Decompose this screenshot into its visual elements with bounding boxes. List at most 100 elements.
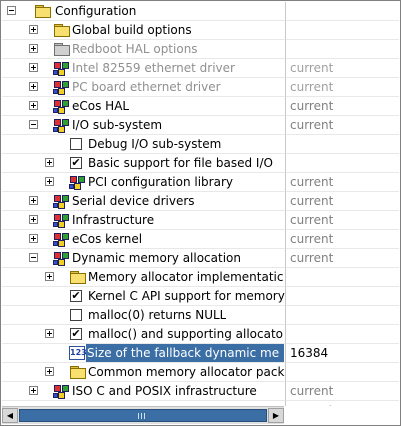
tree-cell: ✔ malloc() and supporting allocato [2, 325, 285, 344]
tree-item-label: PC board ethernet driver [72, 80, 221, 94]
tree-item-label: Global build options [72, 23, 192, 37]
package-icon [53, 251, 69, 266]
plus-expander-icon[interactable] [29, 196, 38, 205]
folder-icon [70, 366, 86, 379]
plus-expander-icon[interactable] [45, 329, 54, 338]
tree-item-label: Memory allocator implementatic [88, 270, 284, 284]
tree-cell: Dynamic memory allocation [2, 249, 285, 268]
tree-item-label: malloc(0) returns NULL [88, 308, 227, 322]
value-cell [285, 154, 399, 173]
tree-row-iso-c-posix[interactable]: ISO C and POSIX infrastructure current [2, 382, 399, 401]
plus-expander-icon[interactable] [29, 101, 38, 110]
tree-row-infrastructure[interactable]: Infrastructure current [2, 211, 399, 230]
plus-expander-icon[interactable] [29, 215, 38, 224]
plus-expander-icon[interactable] [29, 386, 38, 395]
tree-row-malloc-supporting[interactable]: ✔ malloc() and supporting allocato [2, 325, 399, 344]
value-cell [285, 287, 399, 306]
version-cell: current [285, 211, 399, 230]
value-cell[interactable]: 16384 [285, 344, 399, 363]
package-icon [53, 61, 69, 76]
tree-row-malloc-zero[interactable]: malloc(0) returns NULL [2, 306, 399, 325]
package-icon [53, 194, 69, 209]
folder-icon [70, 271, 86, 284]
version-cell: current [285, 382, 399, 401]
tree-row-basic-file-io[interactable]: ✔ Basic support for file based I/O [2, 154, 399, 173]
version-cell: current [285, 97, 399, 116]
minus-expander-icon[interactable] [7, 6, 16, 15]
package-icon [53, 232, 69, 247]
version-cell: current [285, 401, 399, 406]
plus-expander-icon[interactable] [29, 82, 38, 91]
scrollbar-thumb[interactable] [19, 409, 267, 422]
plus-expander-icon[interactable] [29, 234, 38, 243]
plus-expander-icon[interactable] [45, 367, 54, 376]
folder-icon [35, 5, 51, 18]
tree-item-label: I/O sub-system [72, 118, 163, 132]
plus-expander-icon[interactable] [45, 158, 54, 167]
tree-row-memory-allocator-impl[interactable]: Memory allocator implementatic [2, 268, 399, 287]
tree-item-label: malloc() and supporting allocato [88, 327, 284, 341]
tree-item-label: Basic support for file based I/O [88, 156, 273, 170]
plus-expander-icon[interactable] [29, 63, 38, 72]
tree-cell: PC board ethernet driver [2, 78, 285, 97]
tree-item-label: Serial device drivers [72, 194, 195, 208]
folder-icon [54, 24, 70, 37]
tree-row-redboot-hal-options[interactable]: Redboot HAL options [2, 40, 399, 59]
value-cell [285, 2, 399, 21]
tree-row-intel-82559[interactable]: Intel 82559 ethernet driver current [2, 59, 399, 78]
tree-cell: Infrastructure [2, 211, 285, 230]
scroll-right-icon[interactable]: ▶ [268, 408, 284, 423]
package-icon [53, 384, 69, 399]
value-cell [285, 325, 399, 344]
version-cell: current [285, 192, 399, 211]
tree-row-common-allocator[interactable]: Common memory allocator pack [2, 363, 399, 382]
plus-expander-icon[interactable] [29, 25, 38, 34]
tree-cell: PCI configuration library [2, 173, 285, 192]
checkbox-icon[interactable] [70, 309, 82, 321]
tree-row-configuration[interactable]: Configuration [2, 2, 399, 21]
minus-expander-icon[interactable] [29, 253, 38, 262]
tree-item-label: Configuration [55, 4, 137, 18]
checkbox-icon[interactable]: ✔ [70, 289, 82, 302]
tree-cell: ISO C and POSIX infrastructure [2, 382, 285, 401]
plus-expander-icon[interactable] [45, 272, 54, 281]
tree-item-label: Kernel C API support for memory [88, 289, 285, 303]
value-cell [285, 268, 399, 287]
tree-item-label: eCos kernel [72, 232, 143, 246]
tree-cell: Serial device drivers [2, 192, 285, 211]
minus-expander-icon[interactable] [29, 120, 38, 129]
grip-icon [138, 413, 146, 419]
version-cell: current [285, 116, 399, 135]
tree-row-dynamic-memory[interactable]: Dynamic memory allocation current [2, 249, 399, 268]
tree-row-kernel-c-api[interactable]: ✔ Kernel C API support for memory [2, 287, 399, 306]
tree-cell: I/O sub-system [2, 116, 285, 135]
version-cell: current [285, 78, 399, 97]
tree-row-partial[interactable]: current [2, 401, 399, 406]
tree-row-debug-io[interactable]: Debug I/O sub-system [2, 135, 399, 154]
tree-cell: 123 Size of the fallback dynamic me [2, 344, 285, 363]
tree-row-fallback-size[interactable]: 123 Size of the fallback dynamic me 1638… [2, 344, 399, 363]
numeric-option-icon: 123 [69, 346, 87, 360]
tree-row-global-build-options[interactable]: Global build options [2, 21, 399, 40]
plus-expander-icon[interactable] [45, 177, 54, 186]
package-icon [53, 80, 69, 95]
scroll-left-icon[interactable]: ◀ [2, 408, 18, 423]
value-cell [285, 135, 399, 154]
tree-item-label: Infrastructure [72, 213, 155, 227]
tree-row-pci-config[interactable]: PCI configuration library current [2, 173, 399, 192]
value-cell [285, 40, 399, 59]
checkbox-icon[interactable] [70, 138, 82, 150]
tree-row-ecos-hal[interactable]: eCos HAL current [2, 97, 399, 116]
tree-row-pc-board-ethernet[interactable]: PC board ethernet driver current [2, 78, 399, 97]
plus-expander-icon[interactable] [29, 44, 38, 53]
horizontal-scrollbar[interactable]: ◀ ▶ [2, 406, 284, 424]
tree-cell: ✔ Kernel C API support for memory [2, 287, 285, 306]
tree-row-serial-drivers[interactable]: Serial device drivers current [2, 192, 399, 211]
tree-row-io-subsystem[interactable]: I/O sub-system current [2, 116, 399, 135]
checkbox-icon[interactable]: ✔ [70, 327, 82, 340]
checkbox-icon[interactable]: ✔ [70, 156, 82, 169]
tree-item-label: Dynamic memory allocation [72, 251, 241, 265]
configuration-tree: Configuration Global build options Redbo… [2, 2, 399, 406]
tree-cell: Debug I/O sub-system [2, 135, 285, 154]
tree-row-ecos-kernel[interactable]: eCos kernel current [2, 230, 399, 249]
